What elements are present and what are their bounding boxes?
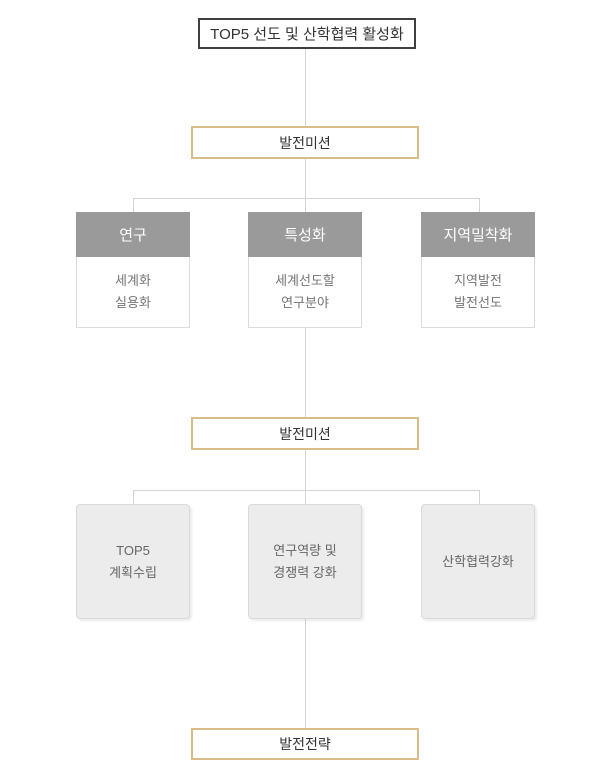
category-title: 지역밀착화 [443,227,513,244]
connector-branch1-mid-drop [305,198,306,212]
category-box-regional: 지역밀착화 지역발전 발전선도 [421,212,535,328]
connector-branch2-horizontal [133,490,480,491]
category-box-specialization: 특성화 세계선도할 연구분야 [248,212,362,328]
connector-categories-to-mission2 [305,328,306,417]
strategy-line: 연구역량 및 [273,542,337,558]
strategy-line: 산학협력강화 [442,553,514,569]
connector-strategies-to-label [305,619,306,728]
mission1-label: 발전미션 [279,134,331,151]
goal-box: TOP5 선도 및 산학협력 활성화 [198,18,416,49]
category-line: 지역발전 [454,273,502,288]
category-body: 세계선도할 연구분야 [248,257,362,328]
connector-mission2-down [305,450,306,490]
category-body: 지역발전 발전선도 [421,257,535,328]
category-title: 특성화 [284,227,326,244]
connector-branch2-right-drop [479,490,480,504]
category-line: 세계화 [115,273,151,288]
category-title: 연구 [119,227,147,244]
mission2-box: 발전미션 [191,417,419,450]
connector-goal-to-mission1 [305,49,306,126]
strategy-box-research-capacity: 연구역량 및 경쟁력 강화 [248,504,362,619]
strategy-line: 경쟁력 강화 [273,564,337,580]
category-line: 실용화 [115,295,151,310]
strategy-box-top5-plan: TOP5 계획수립 [76,504,190,619]
connector-branch1-horizontal [133,198,480,199]
strategy-line: TOP5 [116,542,150,558]
category-header: 특성화 [248,212,362,257]
category-line: 세계선도할 [275,273,335,288]
connector-mission1-down [305,159,306,198]
connector-branch2-mid-drop [305,490,306,504]
strategy-line: 계획수립 [109,564,157,580]
category-line: 발전선도 [454,295,502,310]
mission2-label: 발전미션 [279,425,331,442]
connector-branch1-left-drop [133,198,134,212]
category-box-research: 연구 세계화 실용화 [76,212,190,328]
mission1-box: 발전미션 [191,126,419,159]
goal-label: TOP5 선도 및 산학협력 활성화 [210,26,404,43]
category-body: 세계화 실용화 [76,257,190,328]
strategy-label-box: 발전전략 [191,728,419,760]
category-header: 지역밀착화 [421,212,535,257]
strategy-label: 발전전략 [279,736,331,752]
strategy-box-industry-cooperation: 산학협력강화 [421,504,535,619]
category-header: 연구 [76,212,190,257]
category-line: 연구분야 [281,295,329,310]
connector-branch2-left-drop [133,490,134,504]
connector-branch1-right-drop [479,198,480,212]
